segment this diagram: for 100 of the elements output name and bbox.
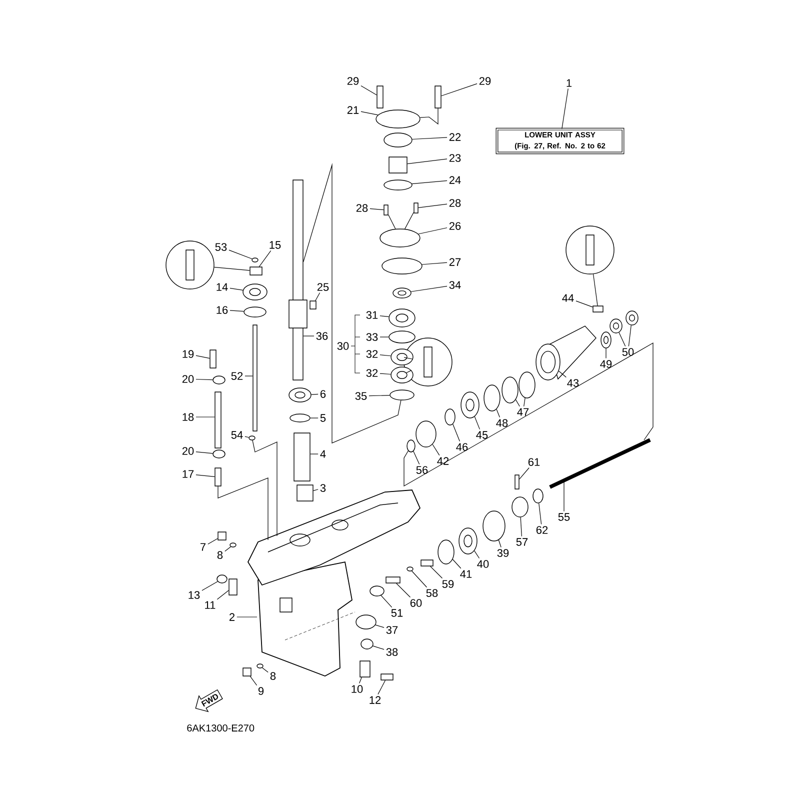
callout-number: 4: [320, 450, 326, 458]
dog-clutch: [512, 496, 528, 518]
leader-line: [313, 489, 318, 491]
callout-number: 36: [316, 332, 328, 340]
callout-number: 21: [347, 106, 359, 114]
callout-number: 40: [477, 560, 489, 568]
leader-line: [380, 336, 389, 338]
shift-rod: [252, 324, 258, 432]
leader-line: [196, 378, 213, 380]
figure-code: 6AK1300-E270: [187, 724, 254, 732]
callout-number: 26: [449, 222, 461, 230]
callout-number: 59: [442, 580, 454, 588]
callout-number: 42: [437, 457, 449, 465]
callout-number: 54: [231, 431, 243, 439]
callout-number: 10: [352, 685, 363, 693]
propeller-shaft: [549, 438, 651, 489]
assembly-line: [218, 478, 268, 540]
leader-line: [208, 538, 218, 544]
anode: [360, 660, 370, 678]
callout-number: 1: [566, 79, 572, 87]
o-ring: [484, 384, 500, 412]
leader-line: [520, 517, 522, 537]
callout-number: 9: [258, 687, 264, 695]
callout-number: 50: [622, 348, 634, 356]
callout-number: 31: [366, 311, 378, 319]
leader-line: [311, 394, 318, 395]
leader-line: [422, 262, 448, 265]
callout-number: 56: [416, 466, 428, 474]
pin: [386, 576, 400, 584]
callout-number: 28: [449, 199, 461, 207]
leader-line: [196, 474, 215, 477]
oil-seal: [392, 288, 412, 298]
o-ring: [388, 330, 416, 344]
leader-line: [370, 208, 384, 210]
callout-number: 12: [370, 696, 381, 704]
callout-number: 25: [317, 283, 329, 291]
callout-number: 39: [497, 549, 509, 557]
callout-number: 38: [386, 648, 398, 656]
leader-line: [412, 570, 428, 588]
leader-line: [592, 274, 598, 306]
pump-housing: [376, 110, 420, 128]
leader-line: [406, 370, 412, 374]
leader-line: [418, 227, 448, 234]
callout-number: 37: [386, 626, 398, 634]
pinion-gear: [356, 614, 376, 630]
o-ring: [384, 180, 412, 190]
callout-number: 35: [355, 392, 367, 400]
drive-shaft: [288, 180, 308, 380]
leader-line: [407, 158, 448, 164]
dowel-pin: [414, 202, 418, 214]
bevel-gear: [482, 510, 506, 542]
pin: [514, 474, 520, 490]
leader-line: [380, 595, 392, 608]
nut: [216, 574, 228, 584]
leader-line: [413, 450, 420, 465]
o-ring: [438, 540, 454, 564]
leader-line: [214, 266, 250, 271]
assembly-line: [404, 342, 654, 487]
callout-number: 46: [456, 443, 468, 451]
callout-number: 52: [231, 372, 243, 380]
clip: [248, 436, 256, 440]
leader-line: [244, 436, 250, 438]
sleeve: [294, 432, 310, 482]
leader-line: [412, 137, 448, 140]
leader-line: [496, 408, 500, 418]
spring: [420, 560, 434, 566]
callout-number: 53: [215, 243, 227, 251]
callout-number: 18: [182, 413, 194, 421]
callout-number: 62: [536, 526, 548, 534]
leader-line: [196, 355, 210, 359]
callout-number: 49: [600, 360, 612, 368]
callout-number: 34: [449, 281, 461, 289]
detail-inset: [166, 240, 214, 290]
key: [310, 300, 316, 310]
leader-line: [410, 286, 448, 292]
callout-number: 11: [205, 601, 216, 609]
o-ring: [502, 376, 518, 404]
leader-line: [196, 451, 214, 454]
plate: [380, 228, 420, 248]
callout-number: 58: [426, 589, 438, 597]
seal-housing: [388, 308, 416, 328]
leader-line: [368, 395, 390, 396]
leader-line: [412, 180, 448, 184]
gasket: [382, 258, 422, 274]
callout-number: 16: [216, 306, 228, 314]
leader-line: [224, 546, 232, 552]
leader-line: [562, 88, 568, 130]
callout-number: 20: [182, 447, 194, 455]
callout-number: 60: [410, 599, 422, 607]
callout-number: 5: [320, 414, 326, 422]
assembly-line: [388, 214, 396, 230]
bearing: [458, 528, 478, 554]
callout-number: 23: [449, 154, 461, 162]
fitting: [214, 468, 222, 486]
bevel-gear: [416, 420, 436, 448]
seal-housing: [242, 284, 268, 300]
ring: [290, 414, 310, 422]
dowel-pin: [384, 204, 388, 216]
callout-number: 33: [366, 333, 378, 341]
leader-line: [315, 292, 320, 301]
